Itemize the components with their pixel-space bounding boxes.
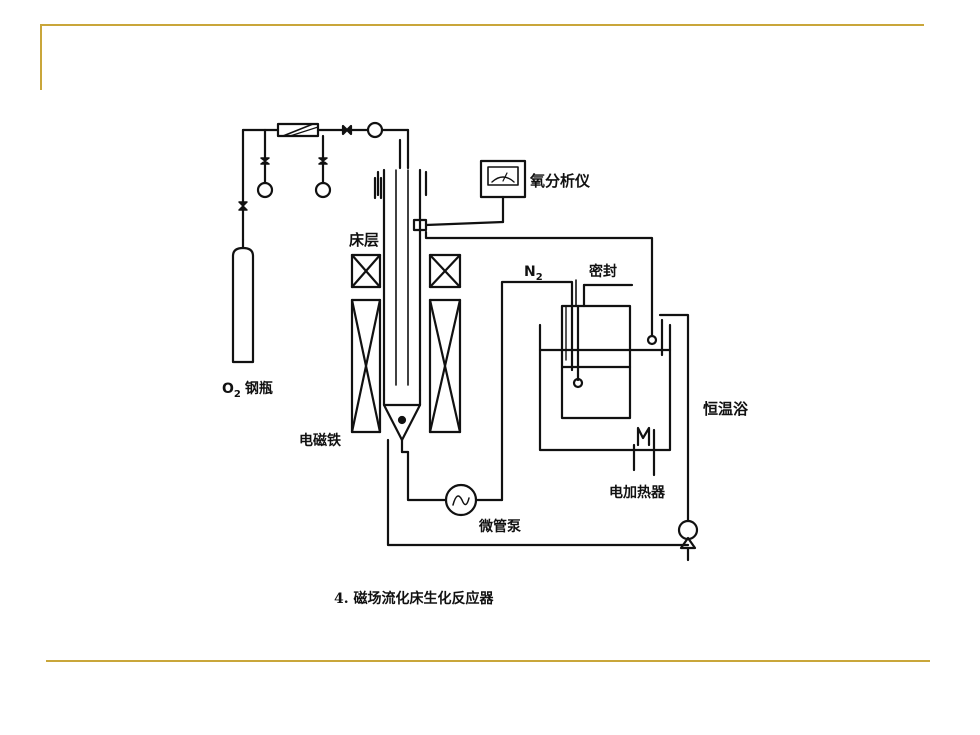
- inner-vessel: [560, 304, 632, 420]
- electromagnet-left: [350, 253, 382, 434]
- label-electromagnet: 电磁铁: [299, 432, 341, 449]
- label-oxygen-analyzer: 氧分析仪: [529, 172, 591, 190]
- label-micro-pump: 微管泵: [478, 518, 521, 535]
- probe-line: [424, 230, 654, 337]
- cylinder-valve-icon: [238, 201, 248, 211]
- label-bed: 床层: [349, 231, 379, 249]
- bottom-accent-line: [46, 660, 930, 662]
- branch-valve-left: [256, 128, 274, 199]
- label-n2-subscript: 2: [536, 272, 543, 283]
- label-electric-heater: 电加热器: [609, 484, 666, 501]
- reactor-column: [376, 168, 428, 454]
- label-o2-subscript: 2: [234, 389, 241, 400]
- label-o2-cylinder: O2 钢瓶: [222, 380, 273, 400]
- label-cylinder-text: 钢瓶: [245, 380, 273, 397]
- n2-line: [500, 280, 574, 502]
- label-thermostat-bath: 恒温浴: [703, 400, 749, 418]
- seal-tubes: [575, 279, 634, 308]
- gas-supply-line: [241, 128, 410, 242]
- electric-heater: [632, 426, 656, 477]
- top-valve-icon: [341, 124, 353, 136]
- flowmeter-icon: [276, 122, 320, 138]
- micro-pump: [406, 450, 504, 517]
- label-o2-main: O: [222, 381, 234, 397]
- side-tube: [373, 176, 383, 200]
- branch-valve-right: [314, 134, 332, 199]
- label-n2: N2: [524, 264, 543, 283]
- top-gauge-icon: [366, 121, 384, 139]
- oxygen-analyzer: [424, 159, 527, 227]
- left-accent-line: [40, 24, 42, 90]
- bottom-valve-icon: [677, 519, 699, 562]
- label-seal: 密封: [588, 263, 617, 280]
- label-n2-main: N: [524, 264, 536, 280]
- top-accent-line: [40, 24, 924, 26]
- o2-cylinder: [231, 238, 255, 364]
- electromagnet-right: [428, 253, 462, 434]
- return-line: [386, 313, 690, 547]
- diagram-caption: 4. 磁场流化床生化反应器: [334, 590, 494, 607]
